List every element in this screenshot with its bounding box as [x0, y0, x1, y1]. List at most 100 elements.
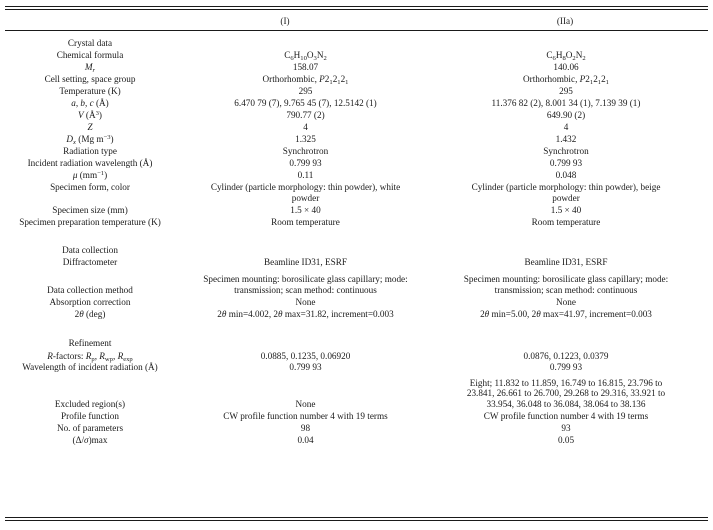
r-factors-label: R-factors: Rp, Rwp, Rexp [47, 351, 133, 364]
cell-value: None [295, 297, 316, 308]
cell-value: Room temperature [271, 217, 340, 228]
cell-value: 0.799 93 [289, 362, 322, 373]
cell-value: 98 [300, 423, 311, 434]
cell-value: 140.06 [553, 62, 579, 73]
bottom-rule [5, 517, 708, 518]
cell-value: 0.11 [297, 170, 314, 181]
cell-value: 1.432 [555, 134, 577, 145]
table-row: 23.841, 26.661 to 26.700, 29.268 to 29.3… [0, 388, 713, 399]
abc-label: a, b, c (Å) [71, 98, 109, 109]
table-row: R-factors: Rp, Rwp, Rexp 0.0885, 0.1235,… [0, 349, 713, 364]
cell-value: 2θ min=5.00, 2θ max=41.97, increment=0.0… [480, 309, 652, 320]
table-row: Data collection [0, 228, 713, 256]
table-row: Specimen mounting: borosilicate glass ca… [0, 268, 713, 285]
row-label: Specimen form, color [50, 182, 130, 193]
table-row: Incident radiation wavelength (Å) 0.799 … [0, 157, 713, 169]
cell-value: Synchrotron [543, 146, 589, 157]
cell-value: Beamline ID31, ESRF [264, 257, 347, 268]
table-row: V (Å3) 790.77 (2) 649.90 (2) [0, 109, 713, 121]
table-row: No. of parameters 98 93 [0, 422, 713, 434]
cell-value: 790.77 (2) [286, 110, 325, 121]
cell-value: 11.376 82 (2), 8.001 34 (1), 7.139 39 (1… [491, 98, 641, 109]
formula-value-IIa: C6H8O2N2 [546, 50, 586, 63]
cell-value: 6.470 79 (7), 9.765 45 (7), 12.5142 (1) [234, 98, 377, 109]
row-label: Diffractometer [62, 257, 118, 268]
cell-value: 0.0876, 0.1223, 0.0379 [523, 351, 609, 362]
cell-value: 93 [561, 423, 571, 434]
row-label: Radiation type [63, 146, 117, 157]
cell-value: 295 [559, 86, 573, 97]
shift-label: (Δ/σ)max [72, 435, 108, 446]
cell-value: 0.799 93 [289, 158, 322, 169]
row-label: Profile function [61, 411, 119, 422]
row-label: Cell setting, space group [44, 74, 136, 85]
cell-value: 1.5 × 40 [550, 205, 582, 216]
cell-value: 1.5 × 40 [290, 205, 321, 216]
table-row: Radiation type Synchrotron Synchrotron [0, 145, 713, 157]
cell-value: 0.799 93 [549, 158, 583, 169]
table-row: Specimen size (mm) 1.5 × 40 1.5 × 40 [0, 204, 713, 216]
row-label: Specimen size (mm) [52, 205, 128, 216]
row-label: Data collection method [47, 285, 133, 296]
table-row: powder powder [0, 193, 713, 204]
row-label: Specimen preparation temperature (K) [19, 217, 161, 228]
space-group-value-I: Orthorhombic, P212121 [262, 74, 349, 87]
cell-value: 0.048 [555, 170, 577, 181]
bottom-rule-double [5, 519, 708, 521]
table-row: Eight; 11.832 to 11.859, 16.749 to 16.81… [0, 373, 713, 389]
header-rule [5, 30, 708, 31]
cell-value: 0.04 [297, 435, 314, 446]
table-row: Temperature (K) 295 295 [0, 85, 713, 97]
cell-value: Beamline ID31, ESRF [524, 257, 608, 268]
cell-value: 0.0885, 0.1235, 0.06920 [260, 351, 351, 362]
table-body: Crystal data Chemical formula C6H10O3N2 … [0, 37, 713, 446]
cell-value: Cylinder (particle morphology: thin powd… [210, 182, 401, 193]
cell-value: powder [552, 193, 580, 204]
table-row: Wavelength of incident radiation (Å) 0.7… [0, 362, 713, 373]
row-label: Excluded region(s) [54, 399, 126, 410]
cell-value: 4 [303, 122, 308, 133]
cell-value: 2θ min=4.002, 2θ max=31.82, increment=0.… [217, 309, 394, 320]
table-row: Z 4 4 [0, 121, 713, 133]
table-row: Crystal data [0, 37, 713, 49]
row-label: No. of parameters [56, 423, 124, 434]
table-row: Profile function CW profile function num… [0, 410, 713, 422]
cell-value: 649.90 (2) [546, 110, 586, 121]
section-crystal-data: Crystal data [67, 38, 113, 49]
cell-value: 33.954, 36.048 to 36.084, 38.064 to 38.1… [486, 399, 646, 410]
cell-value: Specimen mounting: borosilicate glass ca… [463, 274, 669, 285]
row-label: Wavelength of incident radiation (Å) [22, 362, 158, 373]
cell-value: CW profile function number 4 with 19 ter… [223, 411, 388, 422]
column-header-IIa: (IIa) [556, 16, 574, 26]
section-data-collection: Data collection [62, 245, 118, 256]
table-row: a, b, c (Å) 6.470 79 (7), 9.765 45 (7), … [0, 97, 713, 109]
row-label: 2θ (deg) [74, 309, 106, 320]
top-rule [5, 6, 708, 7]
cell-value: 23.841, 26.661 to 26.700, 29.268 to 29.3… [466, 388, 666, 399]
table-row: 2θ (deg) 2θ min=4.002, 2θ max=31.82, inc… [0, 308, 713, 320]
table-row: μ (mm−1) 0.11 0.048 [0, 169, 713, 181]
cell-value: Eight; 11.832 to 11.859, 16.749 to 16.81… [469, 378, 663, 389]
column-header-I: (I) [280, 16, 290, 26]
z-label: Z [87, 122, 93, 133]
cell-value: transmission; scan method: continuous [234, 285, 377, 296]
density-label: Dx (Mg m−3) [66, 134, 114, 147]
cell-value: 158.07 [292, 62, 319, 73]
row-label: Mr [84, 62, 96, 75]
cell-value: 4 [563, 122, 569, 133]
cell-value: 295 [298, 86, 313, 97]
table-row: Cell setting, space group Orthorhombic, … [0, 73, 713, 87]
row-label: Absorption correction [49, 297, 131, 308]
row-label: Chemical formula [56, 50, 124, 61]
table-row: Specimen preparation temperature (K) Roo… [0, 216, 713, 228]
table-row: Specimen form, color Cylinder (particle … [0, 181, 713, 193]
table-row: Chemical formula C6H10O3N2 C6H8O2N2 [0, 49, 713, 63]
table-row: Dx (Mg m−3) 1.325 1.432 [0, 133, 713, 147]
cell-value: Synchrotron [282, 146, 329, 157]
cell-value: 0.799 93 [549, 362, 583, 373]
cell-value: Specimen mounting: borosilicate glass ca… [203, 274, 408, 285]
cell-value: 0.05 [557, 435, 575, 446]
cell-value: None [556, 297, 576, 308]
cell-value: Cylinder (particle morphology: thin powd… [471, 182, 661, 193]
